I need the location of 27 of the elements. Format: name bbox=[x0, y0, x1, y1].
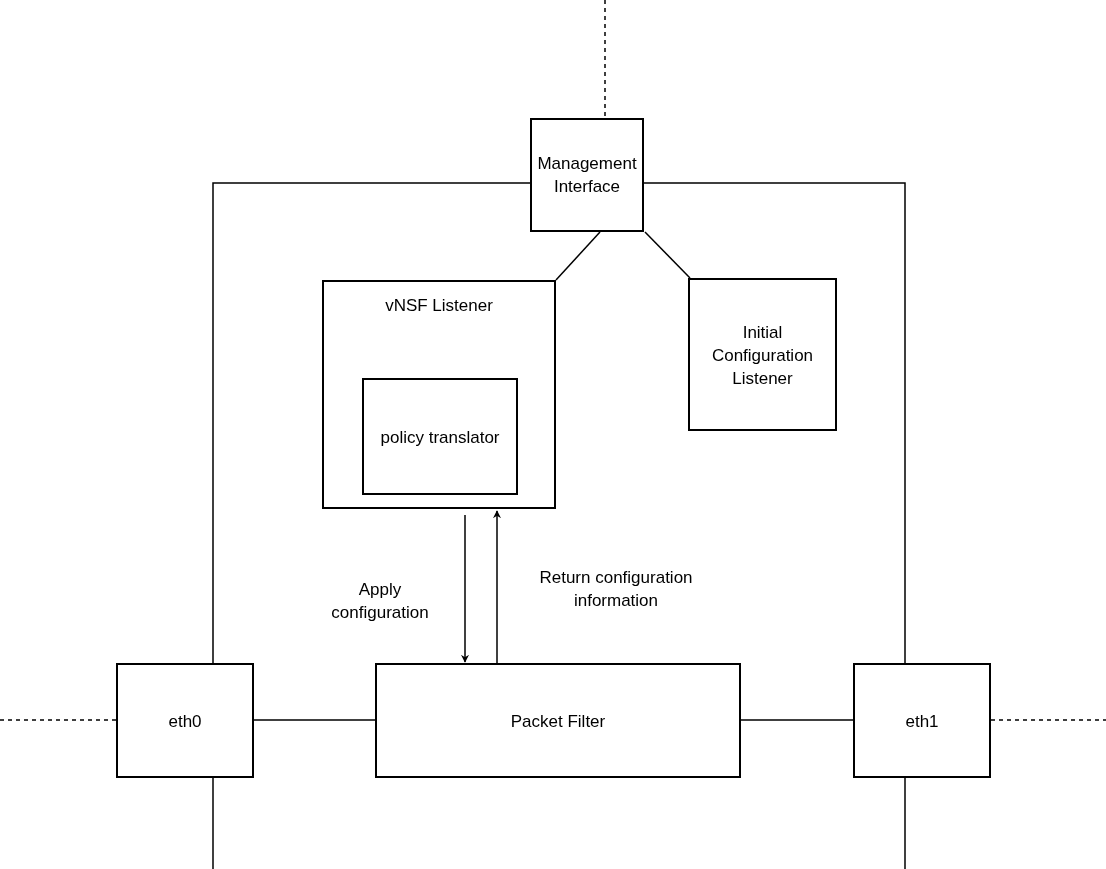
process-box bbox=[853, 663, 991, 778]
connector-line bbox=[644, 231, 691, 279]
process-box bbox=[688, 278, 837, 431]
connector-line bbox=[253, 719, 376, 721]
box-label: eth1 bbox=[904, 710, 940, 732]
process-box bbox=[322, 280, 556, 509]
box-label: vNSF Listener bbox=[384, 295, 494, 317]
arrow bbox=[461, 514, 469, 663]
dashed-line bbox=[0, 719, 117, 721]
dashed-line bbox=[990, 719, 1106, 721]
box-label: eth0 bbox=[167, 710, 203, 732]
box-label: Initial Configuration Listener bbox=[710, 321, 815, 389]
connector-line bbox=[643, 182, 906, 664]
connector-line bbox=[212, 777, 214, 869]
box-label: Management Interface bbox=[536, 153, 638, 198]
process-box bbox=[116, 663, 254, 778]
connector-line bbox=[555, 231, 601, 281]
connector-line bbox=[212, 182, 531, 664]
box-label: Packet Filter bbox=[509, 710, 607, 732]
dashed-line bbox=[604, 0, 606, 119]
connector-line bbox=[904, 777, 906, 869]
arrow bbox=[493, 510, 501, 664]
process-box bbox=[375, 663, 741, 778]
connector-line bbox=[740, 719, 854, 721]
process-box bbox=[530, 118, 644, 232]
box-label: policy translator bbox=[379, 426, 501, 448]
inner-box bbox=[362, 378, 518, 495]
